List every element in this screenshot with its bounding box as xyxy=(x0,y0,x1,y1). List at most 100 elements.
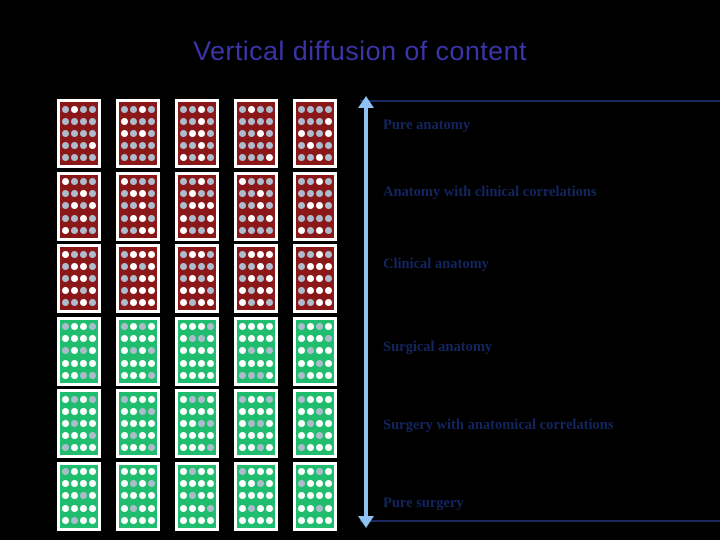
unfilled-dot xyxy=(130,432,137,440)
unfilled-dot xyxy=(189,142,196,150)
filled-dot xyxy=(189,347,196,355)
unfilled-dot xyxy=(148,444,155,452)
filled-dot xyxy=(139,287,146,295)
unfilled-dot xyxy=(80,202,87,210)
filled-dot xyxy=(257,468,264,476)
filled-dot xyxy=(257,323,264,331)
filled-dot xyxy=(189,444,196,452)
unfilled-dot xyxy=(89,323,96,331)
unfilled-dot xyxy=(148,190,155,198)
filled-dot xyxy=(307,262,314,270)
unfilled-dot xyxy=(80,226,87,234)
unfilled-dot xyxy=(139,262,146,270)
unfilled-dot xyxy=(71,395,78,403)
filled-dot xyxy=(325,407,332,415)
filled-dot xyxy=(198,492,205,500)
unfilled-dot xyxy=(62,468,69,476)
unfilled-dot xyxy=(80,129,87,137)
unfilled-dot xyxy=(298,142,305,150)
unfilled-dot xyxy=(89,395,96,403)
unfilled-dot xyxy=(71,250,78,258)
unfilled-dot xyxy=(89,178,96,186)
unfilled-dot xyxy=(239,214,246,222)
unfilled-dot xyxy=(298,202,305,210)
unfilled-dot xyxy=(207,250,214,258)
unfilled-dot xyxy=(189,154,196,162)
unfilled-dot xyxy=(89,371,96,379)
unfilled-dot xyxy=(71,214,78,222)
unfilled-dot xyxy=(130,347,137,355)
filled-dot xyxy=(62,250,69,258)
filled-dot xyxy=(298,504,305,512)
filled-dot xyxy=(62,178,69,186)
filled-dot xyxy=(189,480,196,488)
filled-dot xyxy=(121,335,128,343)
filled-dot xyxy=(239,516,246,524)
filled-dot xyxy=(266,214,273,222)
filled-dot xyxy=(71,468,78,476)
filled-dot xyxy=(121,117,128,125)
filled-dot xyxy=(180,504,187,512)
unfilled-dot xyxy=(121,202,128,210)
filled-dot xyxy=(307,432,314,440)
filled-dot xyxy=(266,371,273,379)
unfilled-dot xyxy=(148,214,155,222)
unfilled-dot xyxy=(257,117,264,125)
filled-dot xyxy=(130,299,137,307)
filled-dot xyxy=(71,262,78,270)
filled-dot xyxy=(316,516,323,524)
filled-dot xyxy=(307,202,314,210)
filled-dot xyxy=(266,335,273,343)
filled-dot xyxy=(189,359,196,367)
filled-dot xyxy=(139,250,146,258)
content-card xyxy=(57,316,101,386)
unfilled-dot xyxy=(62,262,69,270)
arrow-head-up-icon xyxy=(358,96,374,108)
filled-dot xyxy=(189,190,196,198)
unfilled-dot xyxy=(89,262,96,270)
filled-dot xyxy=(198,105,205,113)
filled-dot xyxy=(189,129,196,137)
filled-dot xyxy=(71,287,78,295)
unfilled-dot xyxy=(239,105,246,113)
unfilled-dot xyxy=(298,117,305,125)
content-card xyxy=(234,316,278,386)
unfilled-dot xyxy=(139,178,146,186)
filled-dot xyxy=(307,480,314,488)
filled-dot xyxy=(180,359,187,367)
content-card xyxy=(175,171,219,241)
unfilled-dot xyxy=(62,444,69,452)
stage-label-4: Surgery with anatomical correlations xyxy=(383,417,614,433)
filled-dot xyxy=(121,504,128,512)
unfilled-dot xyxy=(148,202,155,210)
filled-dot xyxy=(207,371,214,379)
unfilled-dot xyxy=(307,250,314,258)
filled-dot xyxy=(257,129,264,137)
unfilled-dot xyxy=(316,407,323,415)
unfilled-dot xyxy=(89,432,96,440)
content-card xyxy=(116,99,160,168)
content-card xyxy=(175,389,219,458)
content-card xyxy=(175,316,219,386)
filled-dot xyxy=(71,105,78,113)
filled-dot xyxy=(121,516,128,524)
unfilled-dot xyxy=(248,262,255,270)
unfilled-dot xyxy=(71,516,78,524)
filled-dot xyxy=(248,105,255,113)
filled-dot xyxy=(266,480,273,488)
filled-dot xyxy=(130,287,137,295)
filled-dot xyxy=(180,299,187,307)
filled-dot xyxy=(130,214,137,222)
filled-dot xyxy=(198,154,205,162)
filled-dot xyxy=(307,287,314,295)
unfilled-dot xyxy=(316,323,323,331)
unfilled-dot xyxy=(180,250,187,258)
unfilled-dot xyxy=(207,262,214,270)
filled-dot xyxy=(198,504,205,512)
unfilled-dot xyxy=(198,214,205,222)
content-card xyxy=(234,244,278,313)
filled-dot xyxy=(189,419,196,427)
content-card xyxy=(116,389,160,458)
filled-dot xyxy=(207,299,214,307)
unfilled-dot xyxy=(316,142,323,150)
